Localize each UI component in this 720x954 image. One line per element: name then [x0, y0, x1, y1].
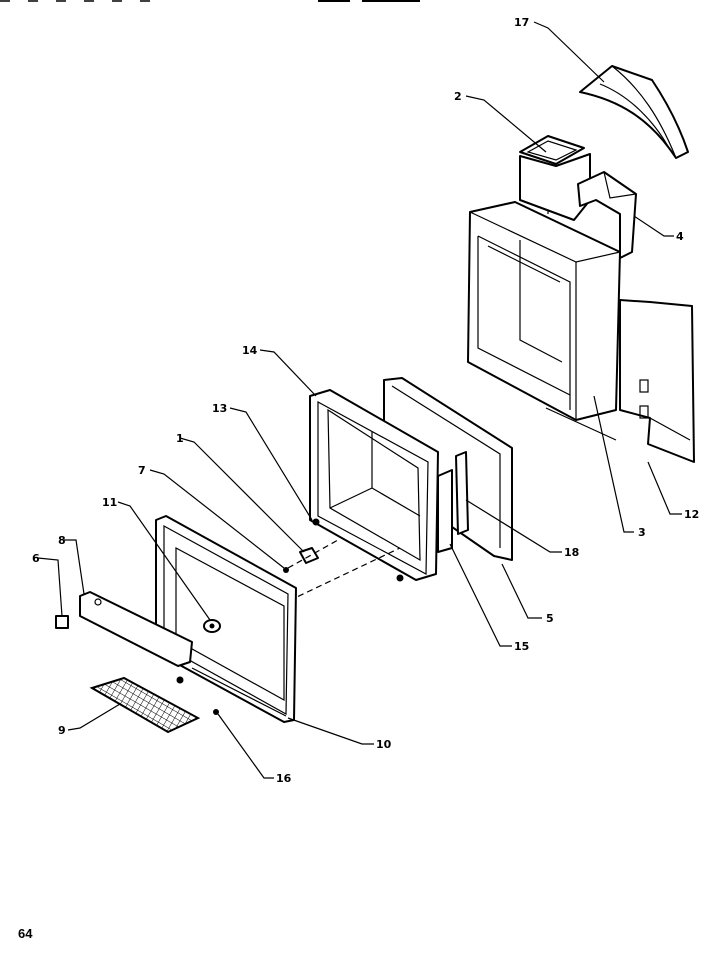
callout-8: 8 [58, 534, 66, 547]
part-1-clip [299, 547, 319, 564]
callout-4: 4 [676, 230, 684, 243]
part-18-side-strip [455, 451, 469, 535]
callout-12: 12 [684, 508, 699, 521]
part-10-front-frame [155, 515, 297, 723]
part-17-top-curved-panel [579, 65, 689, 159]
callout-5: 5 [546, 612, 554, 625]
callout-16: 16 [276, 772, 292, 785]
fasteners [176, 518, 404, 715]
part-4-bracket [577, 171, 637, 259]
leader-lines [37, 21, 682, 779]
part-12-side-panel [619, 299, 695, 463]
callout-17: 17 [514, 16, 529, 29]
part-6-block [55, 615, 69, 629]
callout-7: 7 [138, 464, 146, 477]
callout-13: 13 [212, 402, 227, 415]
callout-labels: 17 2 4 3 12 5 18 15 14 13 1 7 11 8 6 9 1… [32, 16, 699, 785]
callout-10: 10 [376, 738, 392, 751]
part-3-main-housing [467, 153, 621, 441]
part-14-inner-frame [309, 389, 439, 581]
callout-1: 1 [176, 432, 184, 445]
callout-11: 11 [102, 496, 117, 509]
callout-18: 18 [564, 546, 579, 559]
part-15-side-plate [437, 469, 453, 553]
callout-15: 15 [514, 640, 529, 653]
callout-14: 14 [242, 344, 258, 357]
callout-6: 6 [32, 552, 40, 565]
page-number: 64 [18, 926, 33, 941]
callout-2: 2 [454, 90, 462, 103]
part-11-knob [203, 619, 221, 633]
callout-9: 9 [58, 724, 66, 737]
callout-3: 3 [638, 526, 646, 539]
part-8-bar [79, 591, 193, 667]
part-9-grille [89, 676, 201, 734]
